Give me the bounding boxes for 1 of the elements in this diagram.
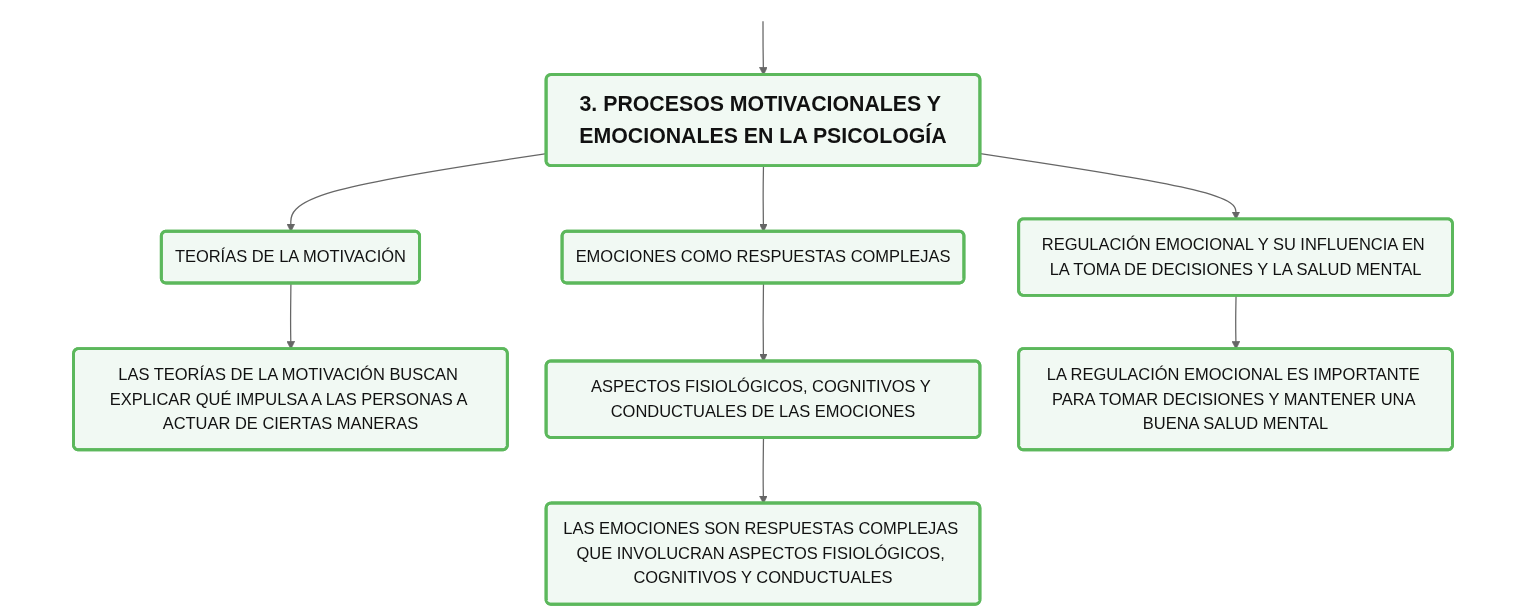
arrow <box>759 437 768 504</box>
